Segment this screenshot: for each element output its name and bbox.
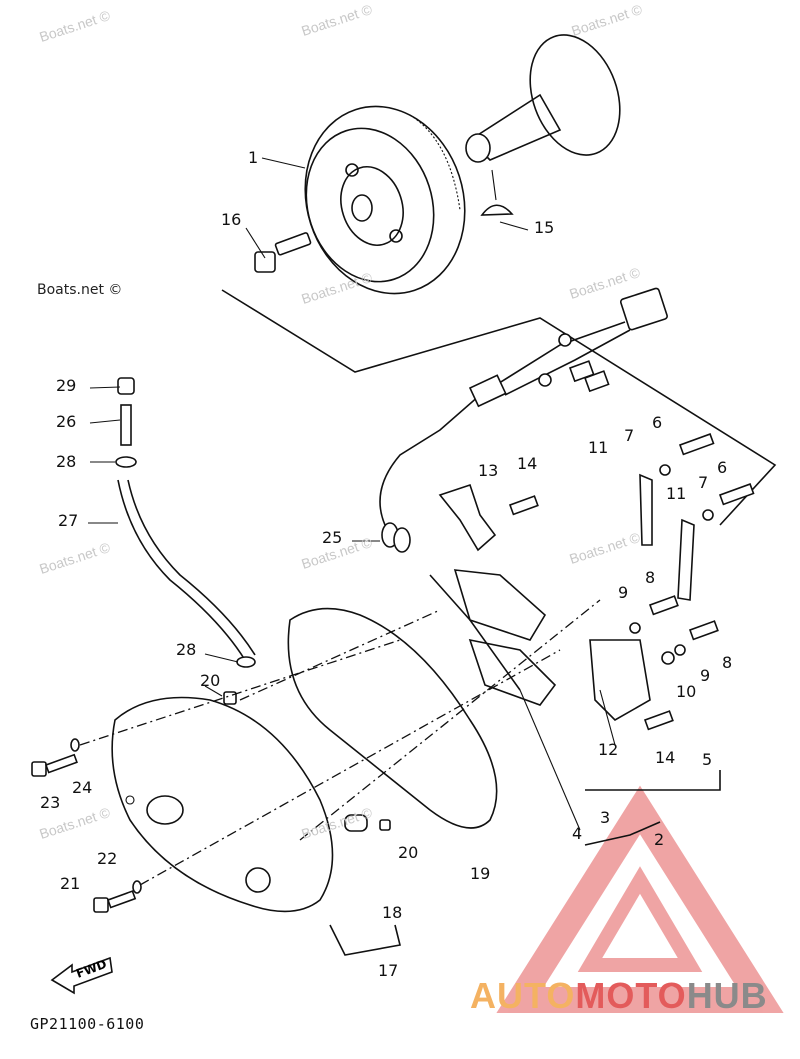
part-label: 7 [624,426,635,445]
brand-part-1: AUTO [470,975,576,1016]
part-label: 13 [478,461,499,480]
part-label: 20 [398,843,419,862]
flywheel-bolt [254,232,312,273]
part-label: 26 [56,412,77,431]
part-label: 29 [56,376,77,395]
brand-part-2: MOTO [575,975,687,1016]
part-label: 10 [676,682,697,701]
part-label: 11 [588,438,609,457]
pulser-bracket [438,483,497,552]
woodruff-key [480,204,514,216]
grommet [381,522,411,553]
part-label: 2 [654,830,665,849]
part-label: 9 [618,583,629,602]
part-label: 20 [200,671,221,690]
cover-gasket [287,607,498,829]
charge-coil-assembly [429,569,557,706]
assembly-bracket-line [221,289,777,526]
part-label: 7 [698,473,709,492]
part-label: 11 [666,484,687,503]
part-label: 21 [60,874,81,893]
part-label: 6 [652,413,663,432]
mounting-plates [639,473,695,601]
part-label: 5 [702,750,713,769]
brand-wordmark: AUTOMOTOHUB [470,975,768,1017]
part-label: 19 [470,864,491,883]
watermark-dark: Boats.net © [37,282,123,298]
part-label: 25 [322,528,343,547]
part-label: 27 [58,511,79,530]
part-label: 8 [645,568,656,587]
part-label: 23 [40,793,61,812]
part-label: 12 [598,740,619,759]
part-label: 15 [534,218,555,237]
part-label: 28 [176,640,197,659]
diagram-code: GP21100-6100 [30,1015,145,1033]
lighting-coil [589,639,651,721]
part-label: 16 [221,210,242,229]
flywheel-cover [111,696,334,913]
leader-lines [88,157,616,831]
part-label: 28 [56,452,77,471]
part-label: 4 [572,824,583,843]
part-label: 14 [655,748,676,767]
part-label: 1 [248,148,259,167]
part-label: 18 [382,903,403,922]
part-label: 22 [97,849,118,868]
brand-part-3: HUB [686,975,768,1016]
stator-hub [465,34,621,163]
part-label: 6 [717,458,728,477]
part-label: 9 [700,666,711,685]
part-label: 24 [72,778,93,797]
vent-hose [115,377,256,668]
part-label: 3 [600,808,611,827]
cover-bolts [31,738,142,913]
brand-logo-triangle [496,785,784,1013]
small-bolts [508,433,755,731]
spacer [344,814,368,832]
wire-harness [379,287,668,526]
part-label: 17 [378,961,399,980]
fwd-arrow: FWD [50,956,113,995]
part-label: 8 [722,653,733,672]
flywheel-rotor [304,105,466,295]
part-label: 14 [517,454,538,473]
